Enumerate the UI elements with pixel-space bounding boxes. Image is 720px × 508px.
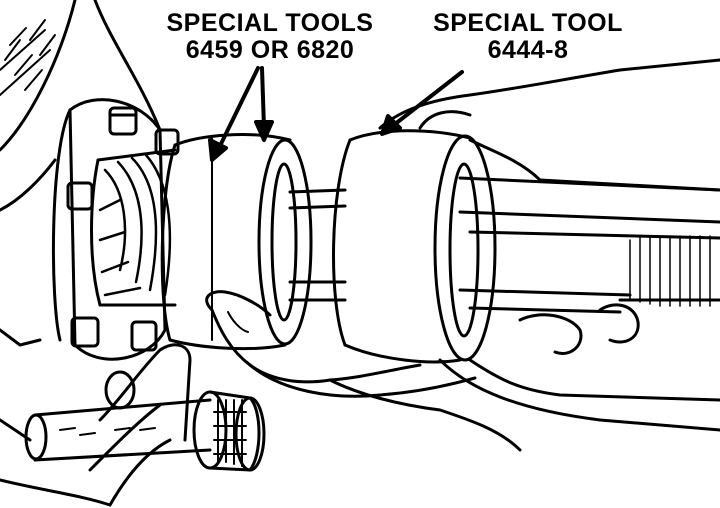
flange-bolt-top — [108, 106, 138, 136]
callout-special-tool-6444-8: SPECIAL TOOL 6444-8 — [418, 10, 638, 64]
special-tool-6459-sleeve — [160, 133, 313, 351]
left-hand — [205, 290, 522, 452]
callout-left-line2: 6459 OR 6820 — [185, 36, 355, 64]
arrow-tools-6459-left — [208, 66, 260, 162]
puller-arm — [88, 343, 192, 507]
callout-arrows — [208, 66, 464, 162]
pinion-flange — [51, 98, 180, 361]
arrow-tool-6444-8 — [380, 70, 464, 136]
callout-right-line1: SPECIAL TOOL — [433, 9, 623, 37]
installer-shaft — [288, 176, 720, 314]
callout-left-line1: SPECIAL TOOLS — [166, 9, 374, 37]
splined-shaft — [618, 235, 720, 307]
flange-bolt-bottom — [130, 320, 158, 352]
flange-bolt-right — [154, 128, 180, 156]
axle-housing — [0, 0, 162, 507]
special-tool-6444-8 — [332, 129, 497, 364]
callout-right-line2: 6444-8 — [487, 36, 569, 64]
arrow-tools-6459-right — [254, 66, 274, 142]
right-hand — [378, 58, 720, 432]
pinion-bearing — [24, 390, 266, 472]
flange-bolt-lower-left — [70, 316, 100, 348]
callout-special-tools-6459-6820: SPECIAL TOOLS 6459 OR 6820 — [150, 10, 390, 64]
pinion-gear — [90, 148, 177, 307]
